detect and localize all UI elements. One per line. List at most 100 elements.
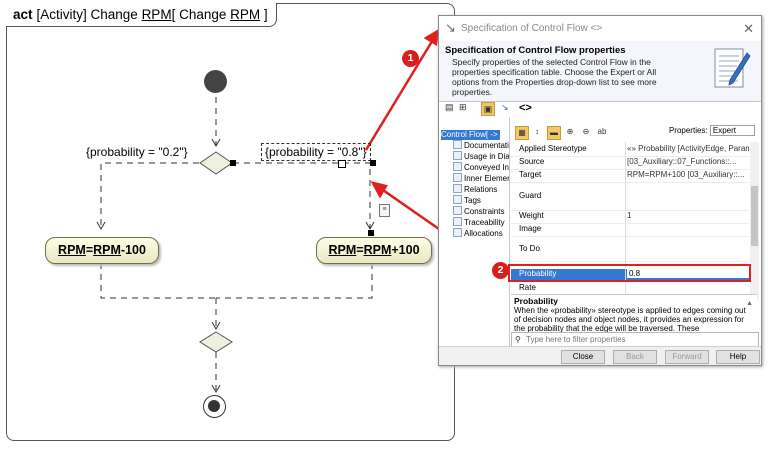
tree-item-inner-elements[interactable]: Inner Elemen	[453, 173, 510, 183]
guard-label-left[interactable]: {probability = "0.2"}	[86, 145, 188, 159]
property-row[interactable]: To Do	[511, 237, 749, 262]
header-title: Specification of Control Flow properties	[445, 45, 626, 56]
action-text: RPM	[363, 243, 392, 257]
property-name: Source	[519, 157, 545, 166]
tree-item-tags[interactable]: Tags	[453, 195, 481, 205]
node-icon	[453, 206, 462, 215]
arrowhead	[96, 221, 106, 231]
action-text: -100	[120, 243, 146, 257]
callout-badge-2: 2	[492, 262, 509, 279]
property-value[interactable]: 0.8	[627, 269, 749, 278]
column-divider[interactable]	[625, 142, 626, 300]
tree-item-relations[interactable]: Relations	[453, 184, 497, 194]
tree-item-control-flow[interactable]: Control Flow[ ->	[441, 130, 500, 140]
probability-highlight-box	[508, 264, 751, 282]
property-row[interactable]: Source [03_Auxiliary::07_Functions::...	[511, 157, 749, 170]
activity-diagram-frame	[6, 3, 455, 441]
selection-handle[interactable]	[338, 160, 346, 168]
collapse-arrow-icon[interactable]: ▲	[746, 300, 753, 307]
action-rpm-plus[interactable]: RPM=RPM+100	[316, 237, 432, 264]
action-text: =	[85, 243, 94, 257]
action-text: +100	[391, 243, 420, 257]
tree-item-label: Conveyed Info	[464, 163, 509, 172]
tree-item-constraints[interactable]: Constraints	[453, 206, 504, 216]
property-row[interactable]: Image	[511, 224, 749, 237]
control-flow-edge[interactable]	[100, 162, 199, 228]
diagram-frame-label: act[Activity] Change RPM[ Change RPM ]	[6, 3, 277, 27]
close-button[interactable]: Close	[561, 350, 605, 364]
property-name: Rate	[519, 283, 536, 292]
property-value[interactable]: [03_Auxiliary::07_Functions::...	[627, 157, 737, 166]
spelling-icon[interactable]: ab	[597, 127, 607, 136]
frame-label-text: [ Change	[171, 7, 231, 22]
control-flow-edge[interactable]	[100, 263, 216, 299]
activity-final-node[interactable]	[203, 395, 226, 418]
forward-button[interactable]: Forward	[665, 350, 709, 364]
tree-item-conveyed-info[interactable]: Conveyed Info	[453, 162, 509, 172]
guard-label-right[interactable]: {probability = "0.8"}	[261, 143, 371, 161]
property-row[interactable]: Weight 1	[511, 211, 749, 224]
node-icon	[453, 195, 462, 204]
callout-arrowhead	[370, 181, 388, 199]
merge-node[interactable]	[199, 331, 233, 353]
tree-item-usage-in-diagrams[interactable]: Usage in Diag	[453, 151, 509, 161]
selection-handle[interactable]	[230, 160, 236, 166]
action-text: =	[356, 243, 364, 257]
callout-arrowhead	[423, 28, 440, 47]
tree-view-icon[interactable]: ▤	[445, 102, 454, 112]
properties-vertical-scrollbar[interactable]	[750, 142, 759, 300]
initial-node[interactable]	[204, 70, 227, 93]
property-value[interactable]: RPM=RPM+100 [03_Auxiliary::...	[627, 170, 745, 179]
decision-node[interactable]	[199, 151, 233, 175]
filter-placeholder: Type here to filter properties	[526, 335, 626, 344]
control-flow-icon: ↘	[501, 102, 509, 112]
expand-icon[interactable]: ⊕	[566, 127, 574, 136]
collapse-icon[interactable]: ⊖	[582, 127, 590, 136]
tree-item-label: Inner Elemen	[464, 174, 510, 183]
description-title: Probability	[514, 296, 558, 306]
element-title: <>	[519, 102, 532, 114]
action-text: RPM	[328, 243, 357, 257]
group-icon[interactable]: ▬	[547, 126, 561, 140]
node-icon	[453, 217, 462, 226]
property-value[interactable]: «» Probability [ActivityEdge, Parame	[627, 144, 749, 153]
arrowhead	[211, 384, 221, 394]
close-icon[interactable]: ✕	[743, 21, 754, 36]
properties-label: Properties:	[668, 126, 708, 135]
property-name: To Do	[519, 244, 540, 253]
hierarchy-icon[interactable]: ⊞	[459, 102, 467, 112]
arrowhead	[211, 321, 221, 331]
filter-field[interactable]: ⚲ Type here to filter properties	[511, 332, 759, 347]
control-flow-edge[interactable]	[216, 263, 373, 299]
property-description: Probability When the «probability» stere…	[511, 294, 757, 333]
control-flow-edge-selected[interactable]	[233, 162, 371, 228]
dialog-titlebar[interactable]: ↘ Specification of Control Flow <> ✕	[439, 16, 761, 41]
document-pen-icon	[714, 48, 751, 88]
help-button[interactable]: Help	[716, 350, 760, 364]
properties-mode-select[interactable]: Properties: Expert	[668, 125, 755, 136]
sort-icon[interactable]: ↕	[535, 127, 539, 136]
tree-item-traceability[interactable]: Traceability	[453, 217, 505, 227]
categorized-view-icon[interactable]: ▦	[515, 126, 529, 140]
property-row[interactable]: Applied Stereotype«» Probability [Activi…	[511, 144, 749, 157]
property-name: Target	[519, 170, 542, 179]
property-row[interactable]: Target RPM=RPM+100 [03_Auxiliary::...	[511, 170, 749, 183]
action-text: RPM	[58, 243, 86, 257]
properties-mode-value[interactable]: Expert	[709, 125, 755, 136]
note-icon[interactable]: ≡	[379, 204, 390, 217]
back-button[interactable]: Back	[613, 350, 657, 364]
property-row[interactable]: Guard	[511, 183, 749, 211]
property-value[interactable]: 1	[627, 211, 632, 220]
selection-handle[interactable]	[370, 160, 376, 166]
callout-badge-1: 1	[402, 50, 419, 67]
selection-handle[interactable]	[368, 230, 374, 236]
specification-dialog: ↘ Specification of Control Flow <> ✕ Spe…	[438, 15, 762, 366]
tree-item-label: Relations	[464, 185, 498, 194]
tree-item-allocations[interactable]: Allocations	[453, 228, 503, 238]
action-rpm-minus[interactable]: RPM=RPM-100	[45, 237, 159, 264]
tree-item-label: Tags	[464, 196, 481, 205]
dialog-title: Specification of Control Flow <>	[461, 23, 603, 34]
filter-toggle-icon[interactable]: ▣	[481, 102, 495, 116]
property-name: Weight	[519, 211, 544, 220]
tree-item-documentation[interactable]: Documentatio	[453, 140, 509, 150]
